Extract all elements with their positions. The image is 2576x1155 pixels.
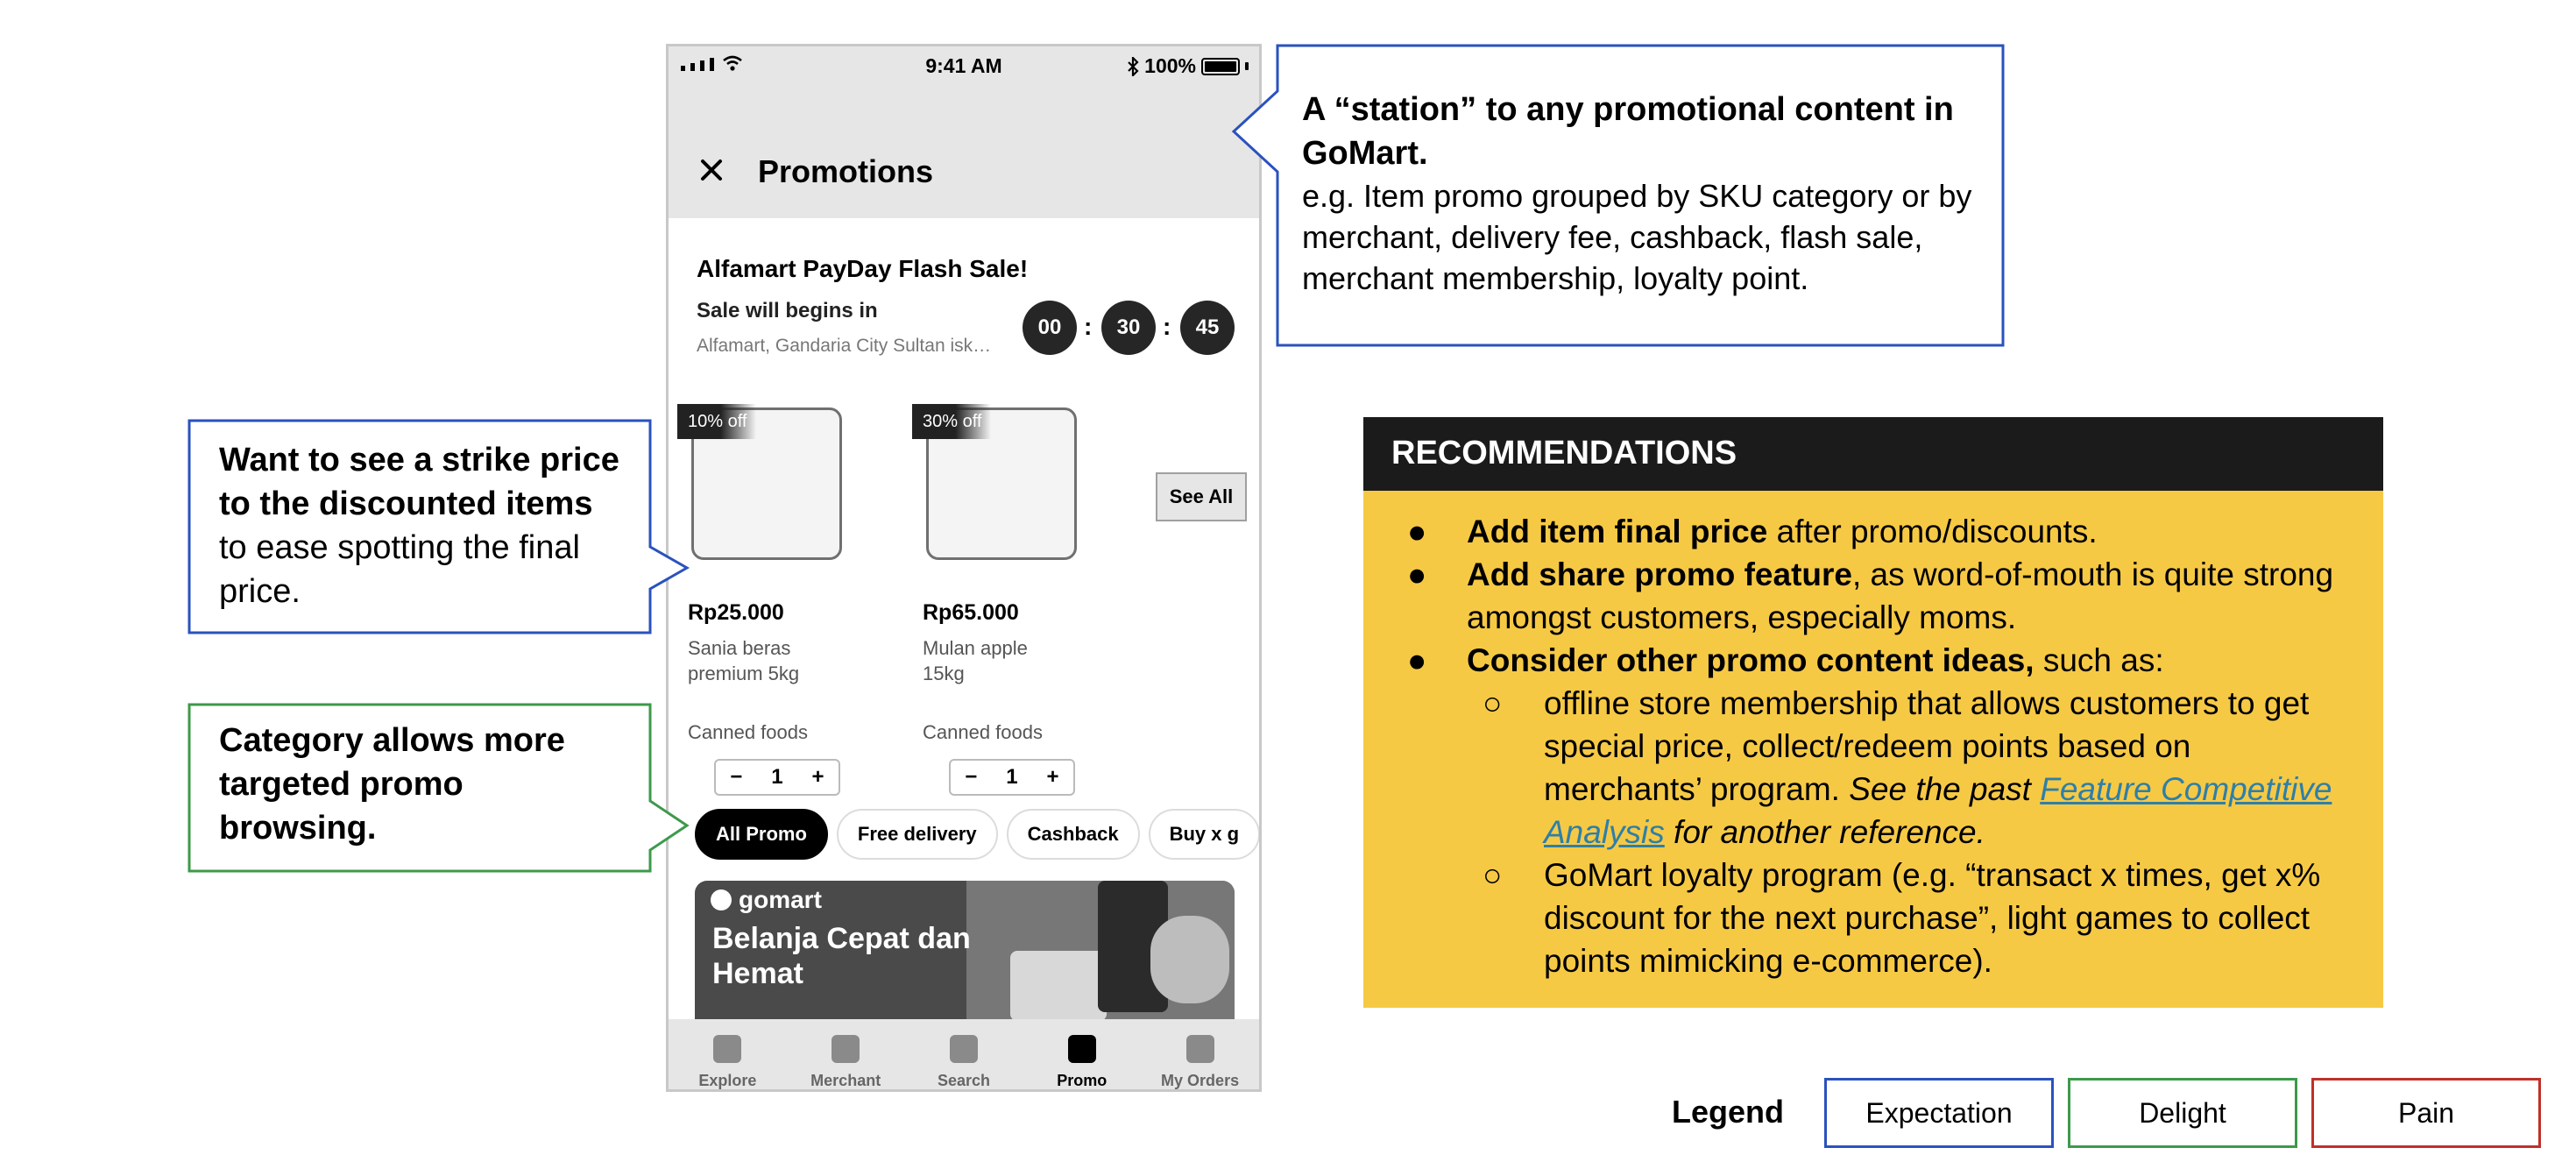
product-pack-icon xyxy=(1010,951,1107,1021)
app-bar: Promotions xyxy=(669,85,1259,218)
chip-free-delivery[interactable]: Free delivery xyxy=(836,809,998,860)
callout-station-body: e.g. Item promo grouped by SKU category … xyxy=(1302,178,1972,296)
promo-icon xyxy=(1067,1035,1096,1063)
product-image[interactable] xyxy=(691,407,842,560)
explore-icon xyxy=(713,1035,742,1063)
countdown-minutes: 30 xyxy=(1101,301,1156,355)
list-item: ● Consider other promo content ideas, su… xyxy=(1363,639,2383,682)
quantity-stepper[interactable]: − 1 + xyxy=(714,759,840,796)
legend-delight: Delight xyxy=(2068,1078,2297,1148)
chip-buy-x-get[interactable]: Buy x g xyxy=(1148,809,1259,860)
banner-headline: Belanja Cepat dan Hemat xyxy=(712,922,971,990)
product-category: Canned foods xyxy=(923,721,1043,743)
search-icon xyxy=(949,1035,978,1063)
tab-search[interactable]: Search xyxy=(911,1019,1016,1089)
close-icon[interactable] xyxy=(698,157,725,183)
callout-strike-price-rest: to ease spotting the final price. xyxy=(219,529,580,610)
bullet-icon: ● xyxy=(1407,642,1427,678)
flash-sale-subtitle: Sale will begins in xyxy=(697,299,878,322)
feature-analysis-link[interactable]: Feature Competitive Analysis xyxy=(1544,771,2332,850)
product-category: Canned foods xyxy=(688,721,808,743)
status-time: 9:41 AM xyxy=(925,54,1002,77)
legend-label: Legend xyxy=(1672,1094,1785,1130)
category-chips: All Promo Free delivery Cashback Buy x g xyxy=(695,809,1259,860)
sub-bullet-icon: ○ xyxy=(1483,685,1503,721)
list-item: ● Add item final price after promo/disco… xyxy=(1363,510,2383,553)
phone-mockup: 9:41 AM 100% Promotions Alfamart PayDay … xyxy=(666,44,1262,1092)
product-name: Sania beras premium 5kg xyxy=(688,637,800,684)
gomart-logo-icon xyxy=(711,889,732,911)
discount-badge: 10% off xyxy=(677,404,756,439)
callout-station: A “station” to any promotional content i… xyxy=(1302,88,1985,299)
callout-category: Category allows more targeted promo brow… xyxy=(219,722,565,847)
promo-banner[interactable]: gomart Belanja Cepat dan Hemat xyxy=(695,881,1235,1030)
bullet-icon: ● xyxy=(1407,514,1427,549)
sub-list-item: ○ offline store membership that allows c… xyxy=(1363,682,2383,854)
quantity-stepper[interactable]: − 1 + xyxy=(949,759,1075,796)
bullet-icon: ● xyxy=(1407,556,1427,592)
product-tub-icon xyxy=(1150,916,1229,1003)
battery-icon xyxy=(1201,57,1240,75)
see-all-button[interactable]: See All xyxy=(1156,472,1247,521)
countdown-seconds: 45 xyxy=(1180,301,1235,355)
page-title: Promotions xyxy=(758,153,934,189)
callout-strike-price-bold: Want to see a strike price to the discou… xyxy=(219,442,619,522)
recommendations-list: ● Add item final price after promo/disco… xyxy=(1363,510,2383,982)
chip-all-promo[interactable]: All Promo xyxy=(695,809,828,860)
banner-logo-text: gomart xyxy=(739,886,822,913)
battery-percent: 100% xyxy=(1144,54,1196,77)
sub-bullet-icon: ○ xyxy=(1483,857,1503,893)
chip-cashback[interactable]: Cashback xyxy=(1006,809,1140,860)
bluetooth-icon xyxy=(1128,56,1139,76)
tab-my-orders[interactable]: My Orders xyxy=(1148,1019,1253,1089)
list-item: ● Add share promo feature, as word-of-mo… xyxy=(1363,553,2383,639)
tab-explore[interactable]: Explore xyxy=(675,1019,780,1089)
wifi-icon xyxy=(723,55,742,71)
legend-expectation: Expectation xyxy=(1824,1078,2054,1148)
orders-icon xyxy=(1185,1035,1214,1063)
flash-sale-location: Alfamart, Gandaria City Sultan iska... xyxy=(697,336,994,356)
product-name: Mulan apple 15kg xyxy=(923,637,1028,684)
legend-pain: Pain xyxy=(2311,1078,2541,1148)
quantity-value: 1 xyxy=(1006,765,1018,789)
tab-merchant[interactable]: Merchant xyxy=(793,1019,898,1089)
product-price: Rp25.000 xyxy=(688,600,784,625)
countdown-hours: 00 xyxy=(1023,301,1077,355)
recommendations-panel: RECOMMENDATIONS ● Add item final price a… xyxy=(1363,417,2383,1008)
flash-sale-title: Alfamart PayDay Flash Sale! xyxy=(697,255,1029,282)
quantity-value: 1 xyxy=(771,765,783,789)
bottom-tab-bar: Explore Merchant Search Promo My Orders xyxy=(669,1019,1259,1089)
plus-icon[interactable]: + xyxy=(1046,765,1059,789)
sub-list-item: ○ GoMart loyalty program (e.g. “transact… xyxy=(1363,854,2383,982)
product-price: Rp65.000 xyxy=(923,600,1019,625)
callout-strike-price: Want to see a strike price to the discou… xyxy=(219,438,622,613)
callout-station-heading: A “station” to any promotional content i… xyxy=(1302,91,1954,172)
recommendations-title: RECOMMENDATIONS xyxy=(1363,417,2383,491)
status-bar: 9:41 AM 100% xyxy=(669,46,1259,85)
minus-icon[interactable]: − xyxy=(965,765,978,789)
tab-promo[interactable]: Promo xyxy=(1030,1019,1135,1089)
merchant-icon xyxy=(832,1035,860,1063)
minus-icon[interactable]: − xyxy=(730,765,743,789)
plus-icon[interactable]: + xyxy=(811,765,824,789)
signal-icon xyxy=(681,55,742,71)
discount-badge: 30% off xyxy=(912,404,991,439)
